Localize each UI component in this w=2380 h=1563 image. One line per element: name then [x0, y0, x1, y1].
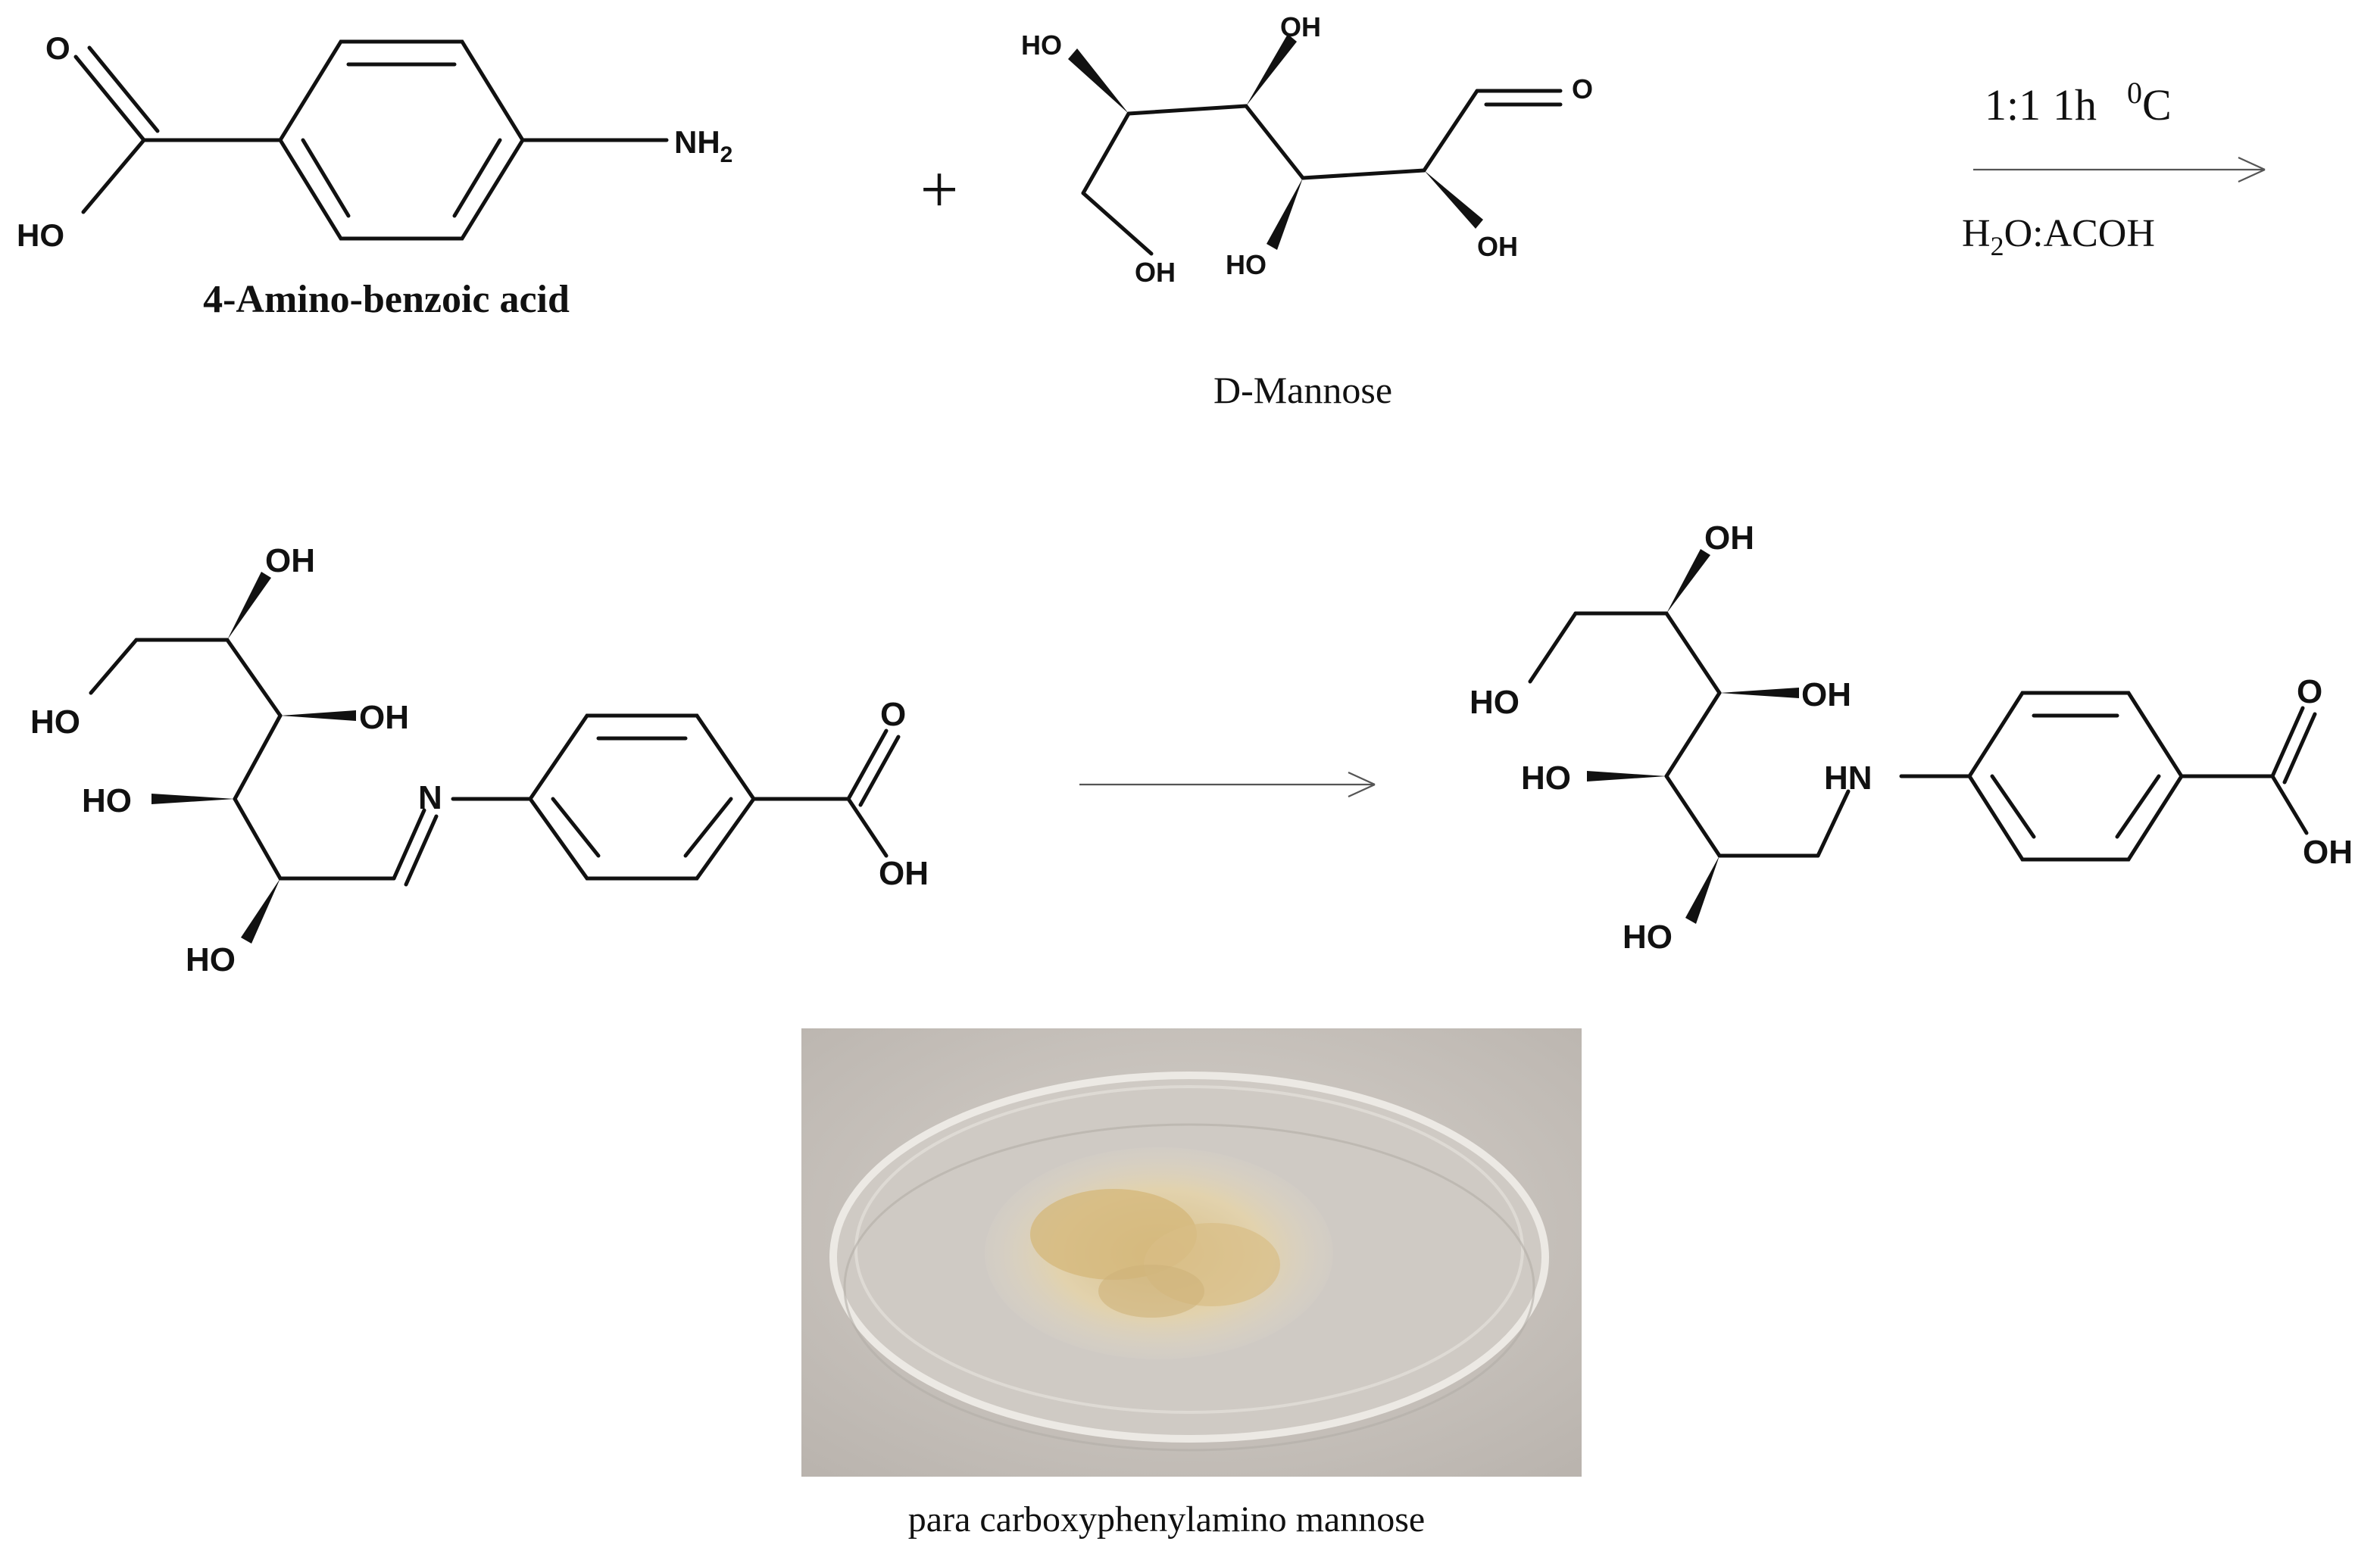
structure-4-aminobenzoic-acid: O HO NH2 4-Amino-benzoic acid [17, 30, 732, 321]
atom-carboxyl-oh: OH [879, 855, 929, 892]
atom-hydroxyl-ho: HO [17, 217, 64, 253]
atom-oh-c6: OH [1135, 257, 1176, 288]
atom-ho-left: HO [1470, 684, 1520, 721]
atom-oh-c4: OH [1280, 11, 1321, 42]
atom-aldehyde-o: O [1572, 73, 1593, 105]
atom-oh-mid: OH [1801, 676, 1851, 713]
atom-oh-top: OH [265, 542, 315, 579]
atom-ho-c5: HO [1021, 30, 1062, 61]
product-photo: para carboxyphenylamino mannose [801, 1028, 1582, 1540]
structure-schiff-base: OH HO OH HO N HO O OH [30, 542, 929, 978]
atom-ho-c3: HO [1226, 249, 1267, 280]
atom-amine-nh2: NH2 [674, 124, 732, 167]
structure-product: OH HO OH HO HN HO O OH [1470, 519, 2353, 956]
atom-ho-mid: HO [1521, 760, 1571, 797]
structure-d-mannose: HO OH O OH HO OH D-Mannose [1021, 11, 1593, 411]
atom-carbonyl-o: O [2297, 673, 2322, 710]
atom-ho-left: HO [30, 704, 80, 741]
plus-sign: + [920, 152, 959, 227]
atom-carboxyl-oh: OH [2303, 834, 2353, 871]
reaction-arrow-2 [1079, 771, 1376, 798]
atom-imine-n: N [418, 779, 442, 816]
atom-carbonyl-o: O [880, 696, 906, 733]
atom-ho-bottom: HO [1623, 919, 1673, 956]
conditions-bottom: H2O:ACOH [1962, 212, 2155, 261]
atom-oh-top: OH [1704, 519, 1754, 557]
atom-ho-mid: HO [82, 782, 132, 819]
label-d-mannose: D-Mannose [1213, 369, 1392, 411]
atom-oh-mid: OH [359, 699, 409, 736]
atom-carbonyl-o: O [45, 30, 70, 66]
atom-oh-c2: OH [1477, 231, 1518, 262]
label-4-aminobenzoic-acid: 4-Amino-benzoic acid [203, 278, 570, 321]
atom-amine-hn: HN [1824, 760, 1872, 797]
atom-ho-bottom: HO [186, 941, 236, 978]
photo-caption: para carboxyphenylamino mannose [908, 1499, 1425, 1540]
